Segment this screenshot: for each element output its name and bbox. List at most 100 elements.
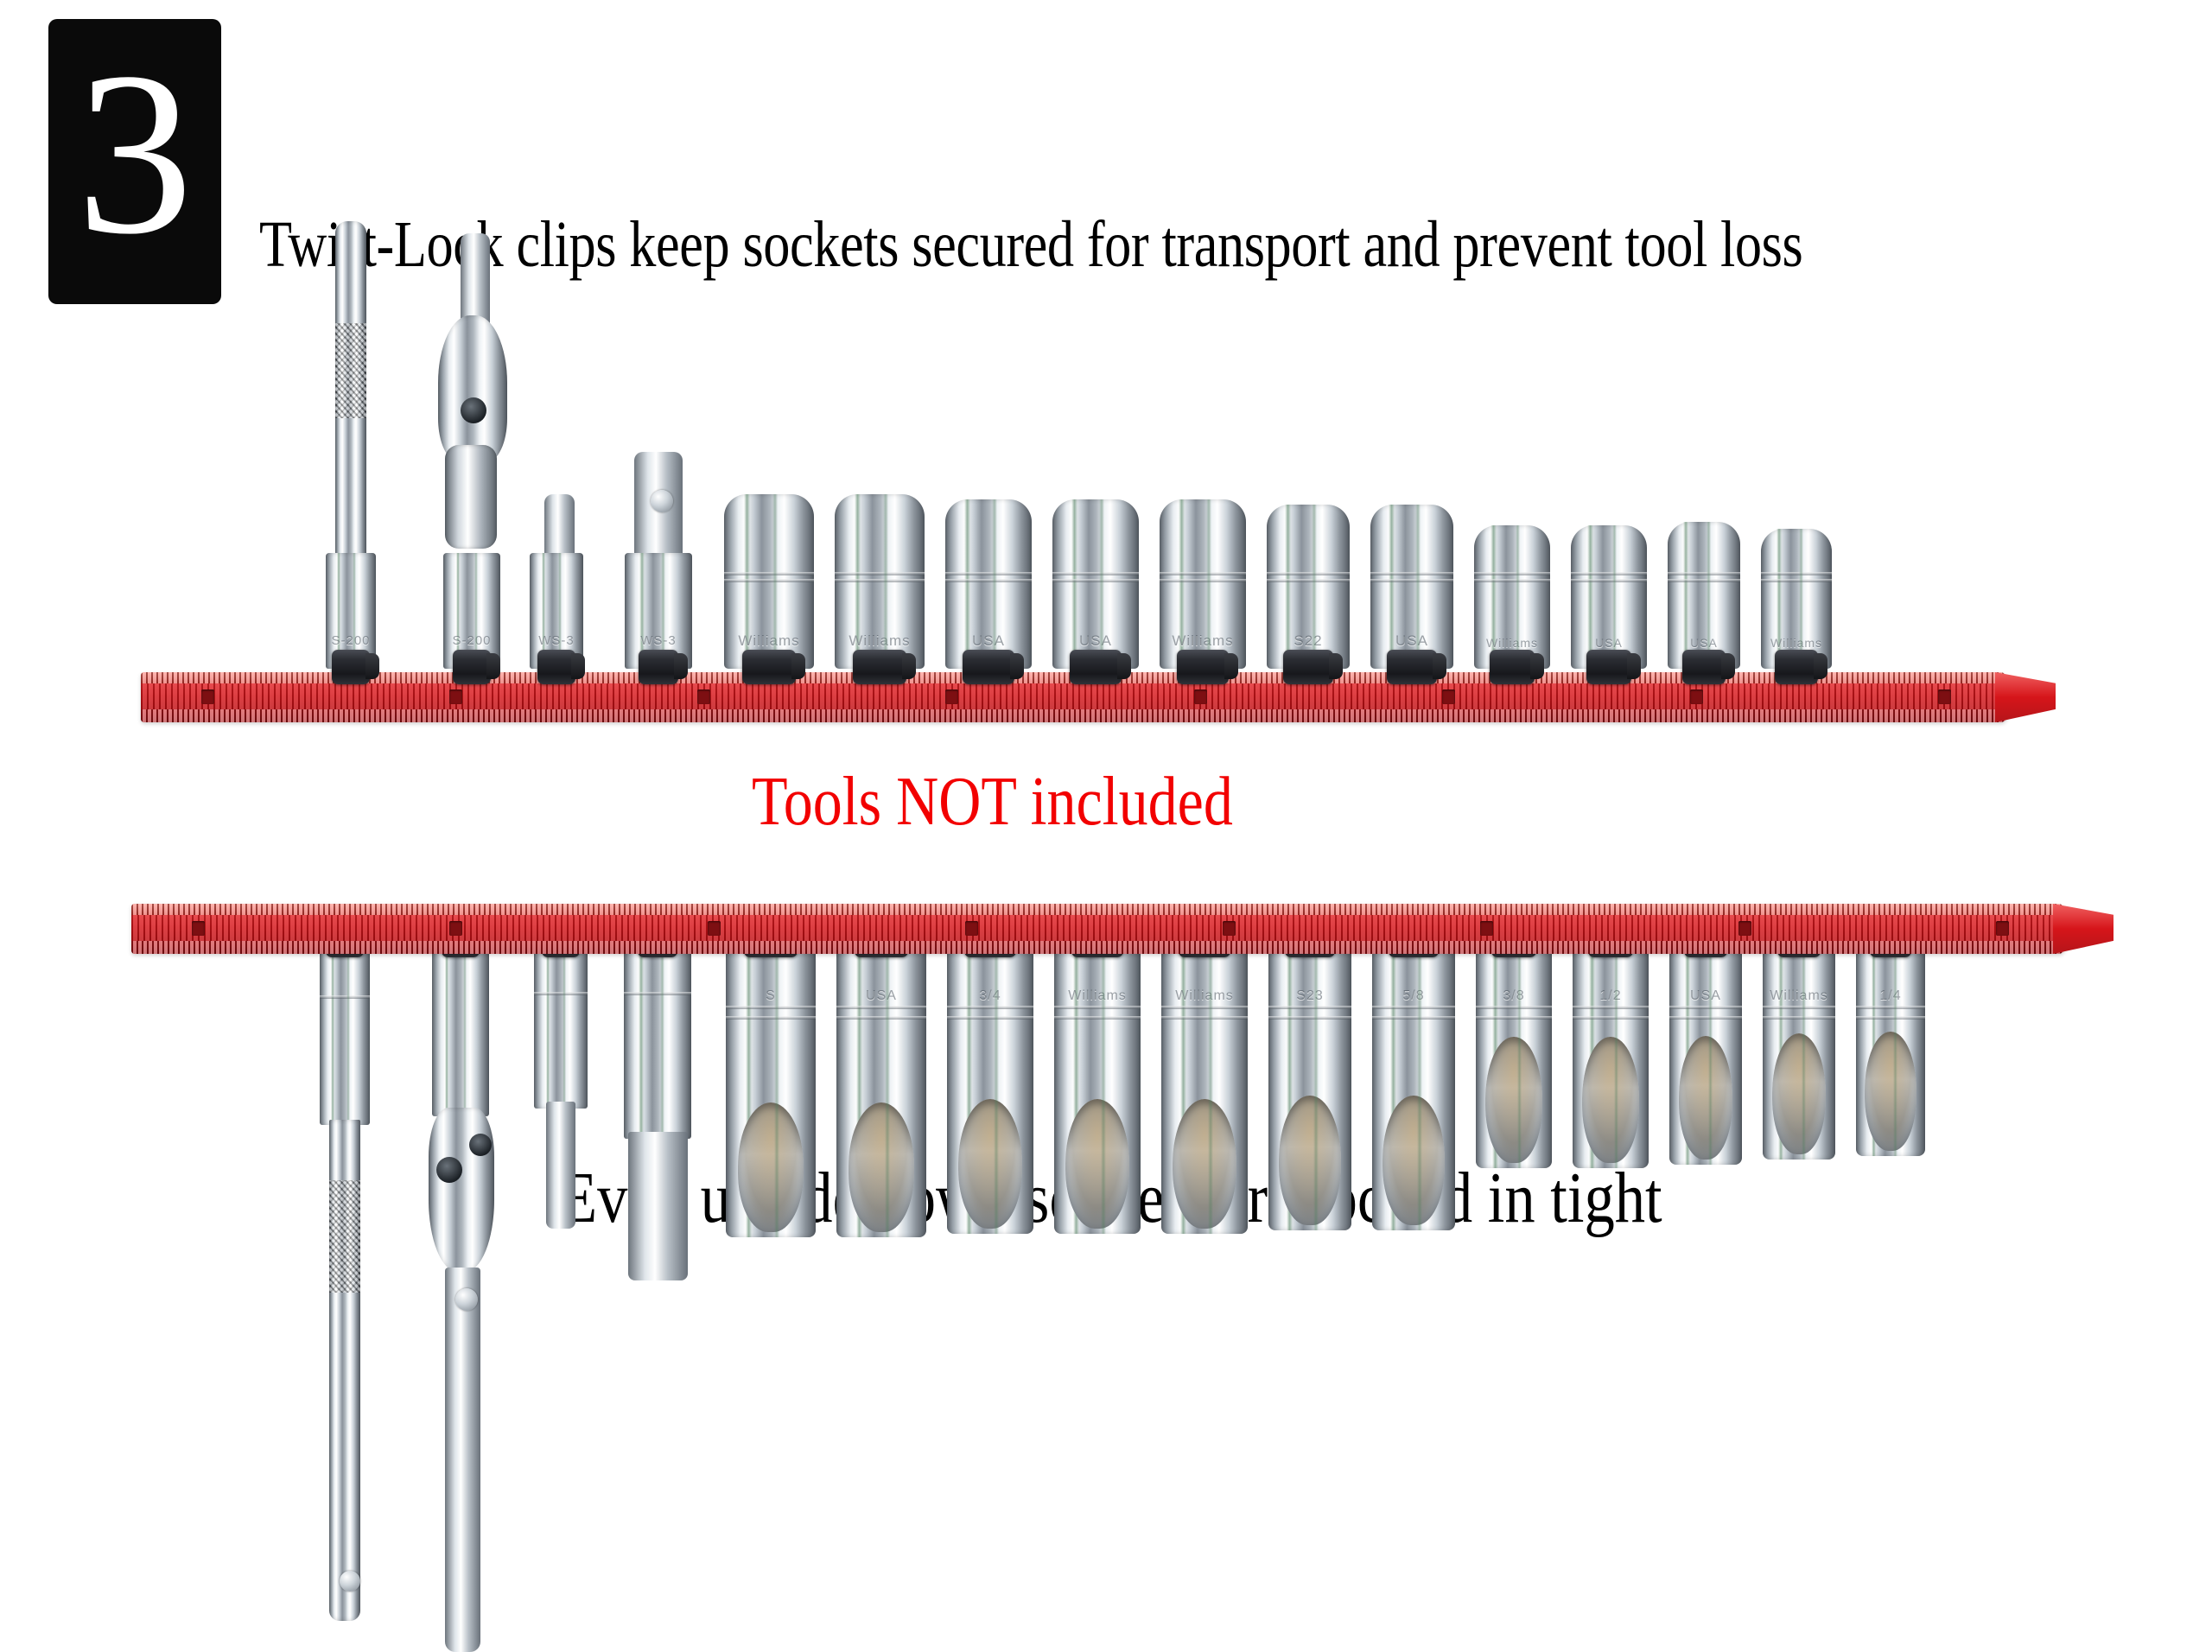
socket-band xyxy=(1267,579,1350,582)
universal-joint-yoke[interactable] xyxy=(429,1108,494,1272)
adapter-square-drive[interactable] xyxy=(634,452,683,563)
socket-engraving: Williams xyxy=(1770,636,1823,650)
socket-body[interactable]: USA xyxy=(1370,505,1453,669)
socket-body[interactable]: Williams xyxy=(1763,944,1835,1160)
adapter-collar[interactable] xyxy=(534,944,588,1109)
socket-body[interactable]: Williams xyxy=(1161,944,1248,1234)
socket-band xyxy=(1573,1006,1649,1009)
socket-band xyxy=(1763,1016,1835,1020)
socket-band xyxy=(1054,1016,1141,1020)
twist-lock-clip[interactable] xyxy=(1177,650,1238,684)
socket-body[interactable]: USA xyxy=(1669,944,1742,1165)
extension-shaft[interactable] xyxy=(335,221,366,560)
socket-band xyxy=(1856,1006,1925,1009)
socket-rail-inverted[interactable] xyxy=(131,904,2113,954)
rail-slot xyxy=(449,921,463,936)
rail-slot xyxy=(697,689,711,704)
twist-lock-clip[interactable] xyxy=(963,650,1024,684)
socket-rail[interactable] xyxy=(131,904,2065,954)
socket-body[interactable]: USA xyxy=(1571,525,1647,669)
socket-engraving: 1/2 xyxy=(1599,988,1622,1003)
adapter-square-drive[interactable] xyxy=(627,1132,688,1280)
socket-body[interactable]: Williams xyxy=(724,494,814,669)
socket-engraving: S23 xyxy=(1296,988,1324,1003)
socket-body[interactable]: Williams xyxy=(1761,529,1832,669)
socket-body[interactable]: USA xyxy=(1668,522,1740,669)
twist-lock-clip[interactable] xyxy=(453,650,500,684)
socket-body[interactable]: Williams xyxy=(1160,499,1246,669)
socket-body[interactable]: 5/8 xyxy=(1372,944,1455,1230)
universal-joint-yoke[interactable] xyxy=(438,315,507,462)
rail-slot xyxy=(945,689,959,704)
socket-body[interactable]: 1/2 xyxy=(1573,944,1649,1168)
socket-band xyxy=(1054,1006,1141,1009)
twist-lock-clip[interactable] xyxy=(537,650,585,684)
socket-engraving: Williams xyxy=(1068,988,1127,1003)
universal-joint-link[interactable] xyxy=(445,445,497,549)
adapter-collar[interactable] xyxy=(624,944,691,1139)
extension-shaft[interactable] xyxy=(329,1120,360,1621)
socket-engraving: USA xyxy=(1690,636,1718,650)
socket-band xyxy=(1476,1016,1552,1020)
twist-lock-clip[interactable] xyxy=(1775,650,1827,684)
socket-bore-opening xyxy=(848,1102,915,1232)
socket-engraving: USA xyxy=(1079,632,1112,649)
socket-body[interactable]: 3/4 xyxy=(947,944,1033,1234)
rail-slot xyxy=(1193,689,1207,704)
socket-body[interactable]: 3/8 xyxy=(1476,944,1552,1168)
socket-body[interactable]: Williams xyxy=(1474,525,1550,669)
socket-body[interactable]: S22 xyxy=(1267,505,1350,669)
rail-slot xyxy=(192,921,205,936)
socket-band xyxy=(1856,1016,1925,1020)
twist-lock-clip[interactable] xyxy=(1387,650,1446,684)
socket-body[interactable]: 1/4 xyxy=(1856,944,1925,1156)
socket-engraving: WS-3 xyxy=(538,633,575,648)
socket-band xyxy=(1668,572,1740,575)
socket-engraving: Williams xyxy=(1172,632,1234,649)
socket-body[interactable]: S23 xyxy=(1268,944,1351,1230)
socket-body[interactable]: USA xyxy=(1052,499,1139,669)
socket-band xyxy=(1160,579,1246,582)
socket-body[interactable]: Williams xyxy=(835,494,925,669)
socket-bore-opening xyxy=(1865,1032,1916,1151)
socket-band xyxy=(1161,1016,1248,1020)
universal-joint-drive[interactable] xyxy=(444,1268,480,1652)
twist-lock-clip[interactable] xyxy=(1586,650,1642,684)
extension-collar[interactable] xyxy=(320,944,370,1125)
socket-band xyxy=(1669,1016,1742,1020)
rail-slot xyxy=(1223,921,1236,936)
socket-band xyxy=(1761,579,1832,582)
knurled-grip xyxy=(329,1180,360,1293)
twist-lock-clip[interactable] xyxy=(1681,650,1736,684)
rail-slot xyxy=(1689,689,1703,704)
socket-engraving: 3/8 xyxy=(1503,988,1525,1003)
twist-lock-clip[interactable] xyxy=(638,650,689,684)
socket-band xyxy=(1268,1016,1351,1020)
socket-band xyxy=(1573,1016,1649,1020)
socket-band xyxy=(1372,1006,1455,1009)
socket-body[interactable]: S xyxy=(726,944,816,1237)
socket-body[interactable]: USA xyxy=(836,944,926,1237)
socket-band xyxy=(1161,1006,1248,1009)
twist-lock-clip[interactable] xyxy=(332,650,379,684)
twist-lock-clip[interactable] xyxy=(1070,650,1131,684)
socket-bore-opening xyxy=(1582,1037,1639,1163)
twist-lock-clip[interactable] xyxy=(1283,650,1343,684)
adapter-square-drive[interactable] xyxy=(546,1102,575,1229)
socket-body[interactable]: Williams xyxy=(1054,944,1141,1234)
socket-engraving: USA xyxy=(1690,988,1721,1003)
twist-lock-clip[interactable] xyxy=(853,650,916,684)
twist-lock-clip[interactable] xyxy=(742,650,805,684)
universal-joint-collar[interactable] xyxy=(432,944,489,1116)
socket-band xyxy=(945,579,1032,582)
socket-body[interactable]: USA xyxy=(945,499,1032,669)
socket-band xyxy=(945,572,1032,575)
ball-detent xyxy=(454,1288,478,1311)
socket-band xyxy=(1669,1006,1742,1009)
socket-band xyxy=(1571,579,1647,582)
socket-engraving: Williams xyxy=(1770,988,1828,1003)
rail-slot xyxy=(1480,921,1494,936)
twist-lock-clip[interactable] xyxy=(1489,650,1545,684)
socket-band xyxy=(836,1006,926,1009)
adapter-square-drive[interactable] xyxy=(543,494,575,562)
